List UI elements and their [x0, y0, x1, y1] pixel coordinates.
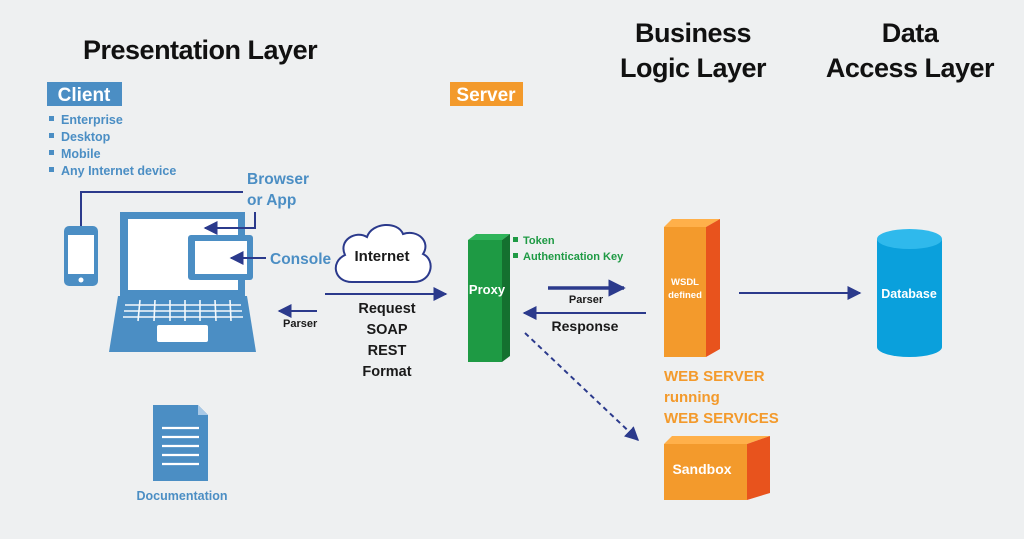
phone-connector-line — [80, 191, 243, 226]
proxy-note-auth-key: Authentication Key — [523, 251, 624, 263]
database-icon — [877, 229, 942, 357]
sandbox-box — [664, 436, 770, 500]
browser-label-line2: or App — [247, 192, 296, 209]
client-parser-label: Parser — [283, 318, 318, 330]
browser-arrow — [203, 212, 256, 235]
heading-presentation-layer: Presentation Layer — [83, 35, 318, 65]
tablet-icon — [188, 235, 253, 280]
server-tag-bg — [450, 82, 523, 106]
proxy-note-token: Token — [523, 235, 555, 247]
wsdl-label-line2: defined — [668, 290, 702, 301]
bullet-square — [49, 167, 54, 172]
server-tag-label: Server — [456, 85, 516, 106]
bullet-square — [513, 253, 518, 258]
sandbox-label: Sandbox — [672, 461, 731, 477]
console-label: Console — [270, 251, 332, 268]
bullet-square — [513, 237, 518, 242]
bullet-square — [49, 133, 54, 138]
browser-label-line1: Browser — [247, 171, 309, 188]
heading-business-line2: Logic Layer — [620, 53, 767, 83]
client-bullet-desktop: Desktop — [61, 130, 111, 144]
webserver-line-2: running — [664, 389, 720, 406]
mobile-phone-icon — [64, 226, 98, 286]
wsdl-label-line1: WSDL — [671, 277, 699, 288]
client-bullet-any-device: Any Internet device — [61, 164, 176, 178]
proxy-label: Proxy — [469, 282, 506, 297]
proxy-box — [468, 234, 510, 362]
internet-label: Internet — [354, 248, 409, 265]
client-tag-label: Client — [58, 85, 111, 106]
documentation-label: Documentation — [137, 489, 228, 503]
document-icon — [153, 405, 208, 481]
client-bullet-list: Enterprise Desktop Mobile Any Internet d… — [49, 113, 176, 178]
request-line-3: REST — [368, 343, 407, 359]
internet-cloud-icon — [334, 224, 432, 283]
webserver-line-3: WEB SERVICES — [664, 410, 779, 427]
client-tag-bg — [47, 82, 122, 106]
heading-data-line1: Data — [882, 18, 940, 48]
bullet-square — [49, 150, 54, 155]
client-bullet-enterprise: Enterprise — [61, 113, 123, 127]
server-parser-label: Parser — [569, 294, 604, 306]
request-line-1: Request — [358, 301, 415, 317]
laptop-icon — [109, 212, 256, 352]
bullet-square — [49, 116, 54, 121]
wsdl-box — [664, 219, 720, 357]
response-label: Response — [552, 318, 619, 334]
webserver-line-1: WEB SERVER — [664, 368, 765, 385]
heading-data-line2: Access Layer — [826, 53, 995, 83]
request-line-4: Format — [362, 364, 411, 380]
sandbox-dashed-arrow — [524, 332, 640, 441]
heading-business-line1: Business — [635, 18, 751, 48]
request-line-2: SOAP — [366, 322, 407, 338]
client-bullet-mobile: Mobile — [61, 147, 101, 161]
database-label: Database — [881, 287, 937, 301]
